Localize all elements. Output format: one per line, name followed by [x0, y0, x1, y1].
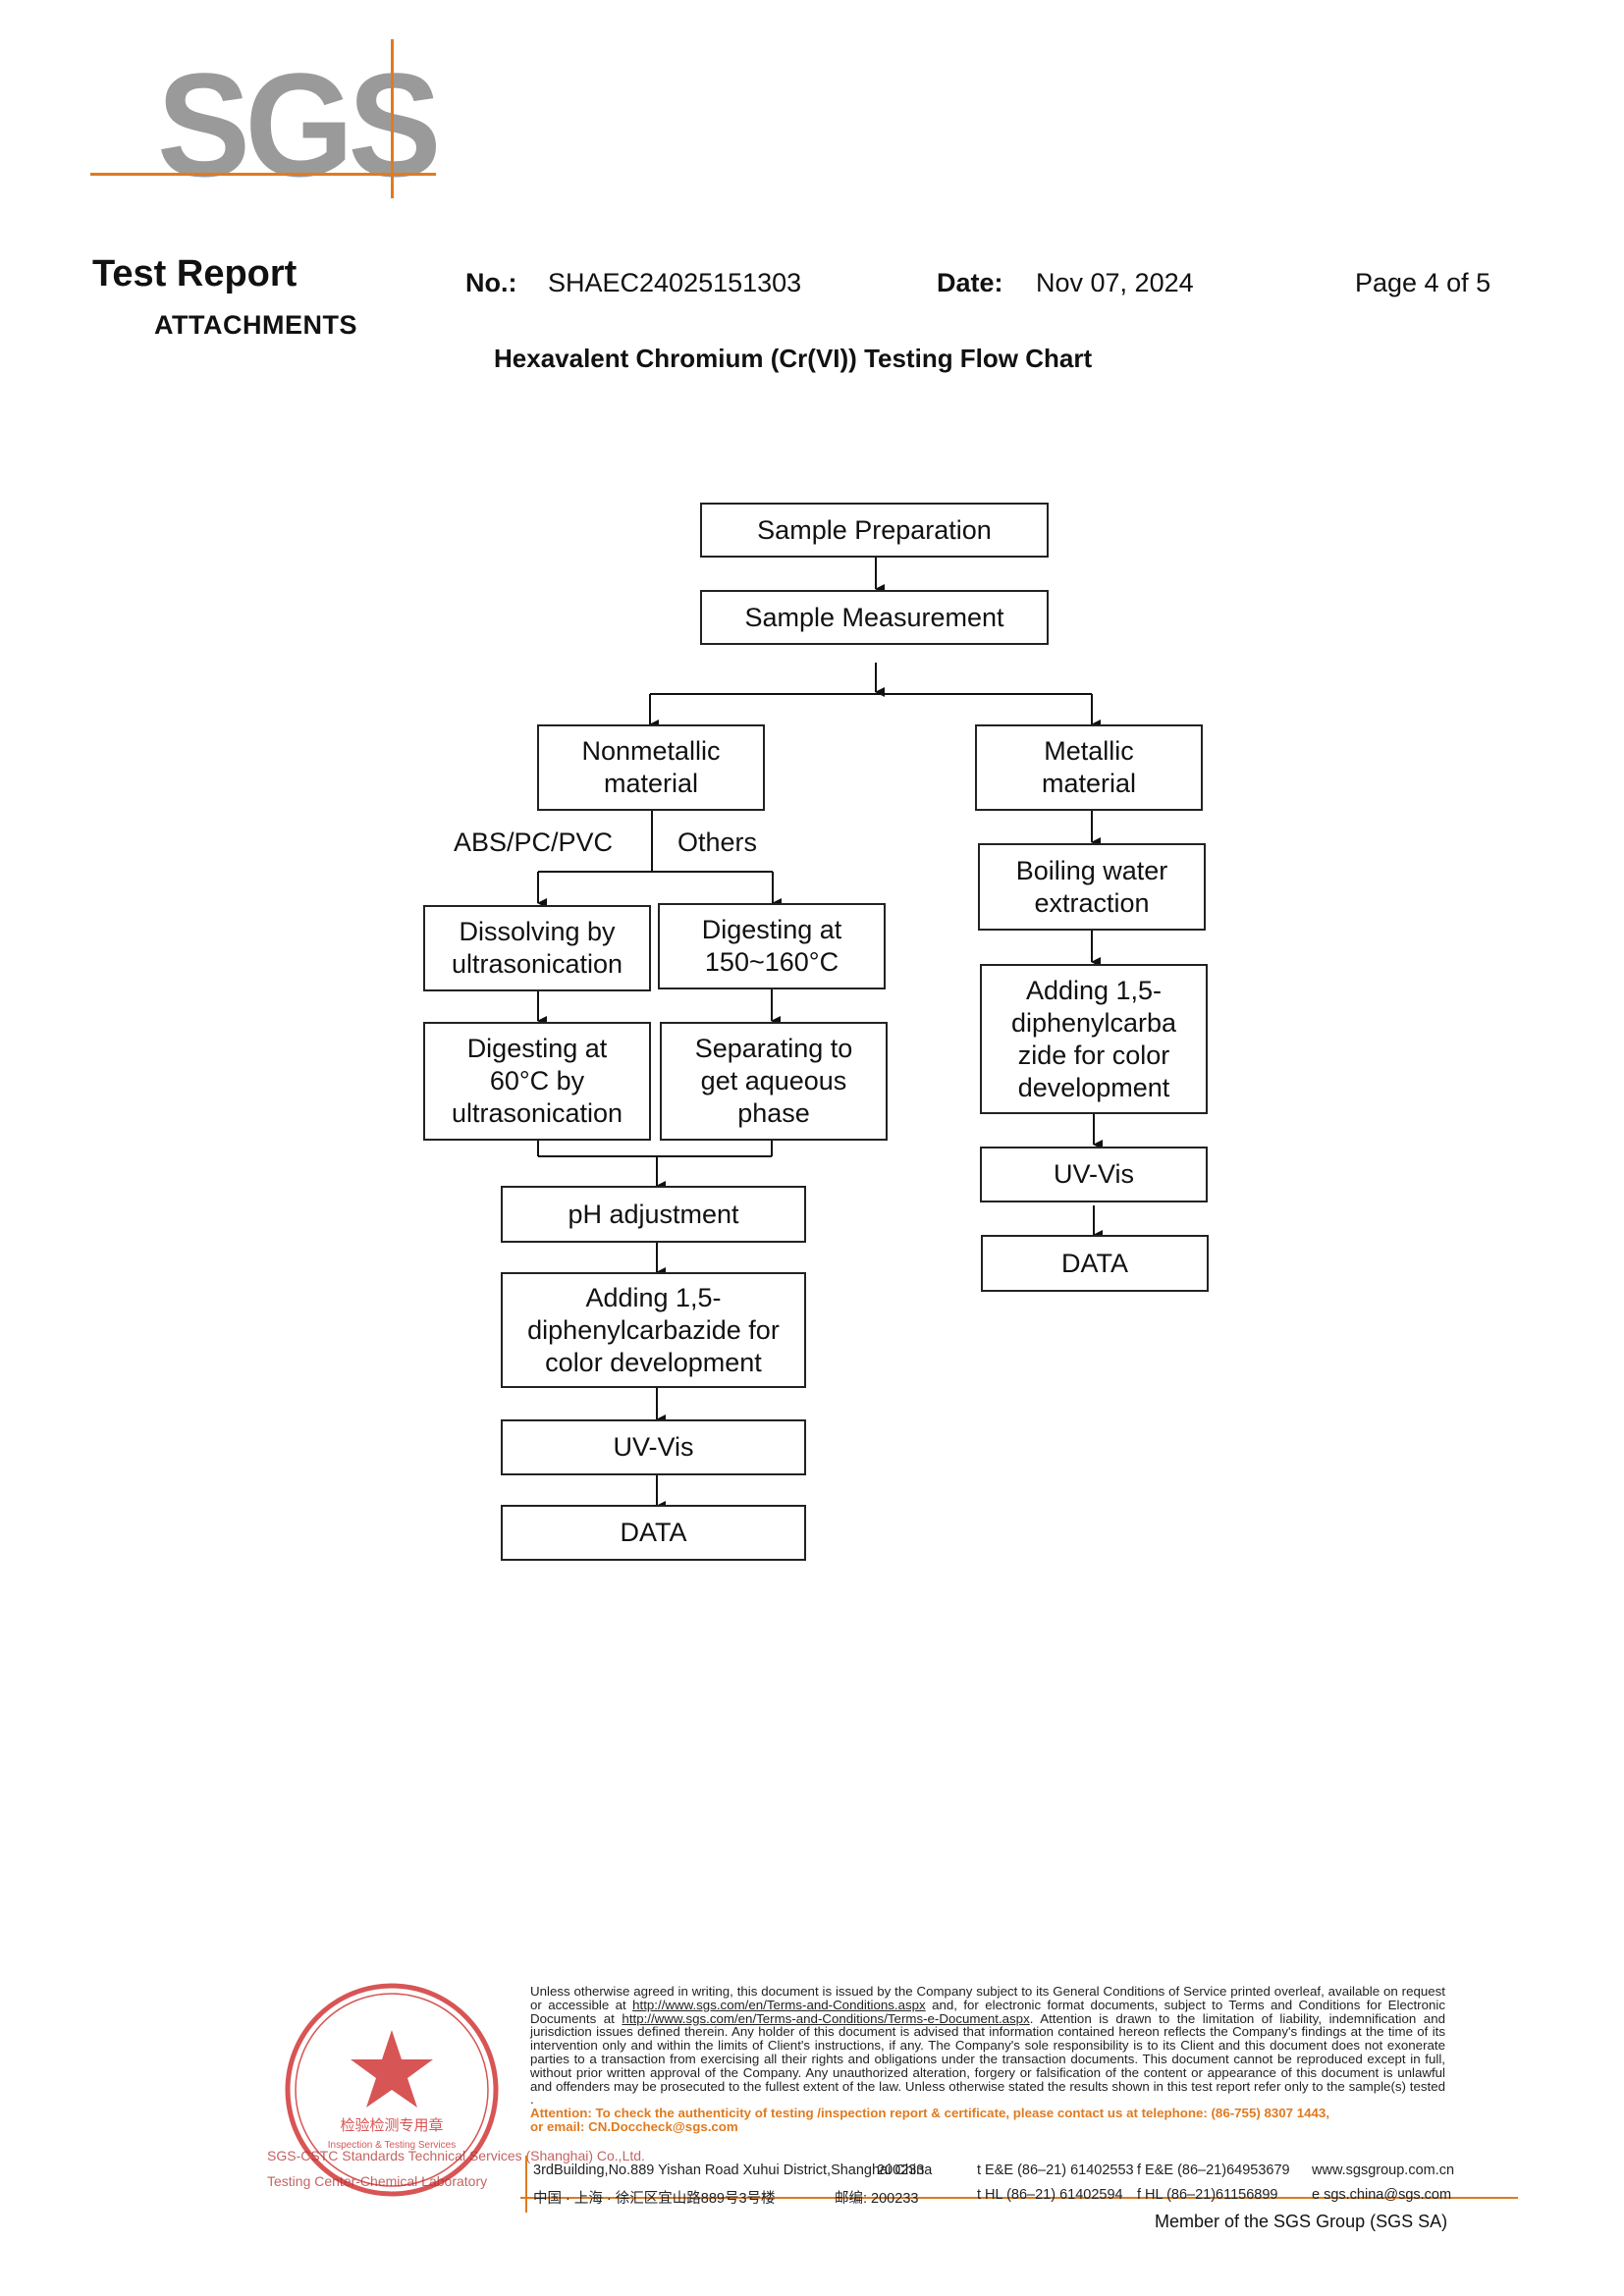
- sample-preparation-text: Sample Preparation: [757, 514, 992, 545]
- separating-aqueous-phase-text: Separating to get aqueous phase: [694, 1034, 853, 1128]
- branch-label-abs-pc-pvc: ABS/PC/PVC: [454, 828, 614, 857]
- data-left-text: DATA: [620, 1518, 687, 1547]
- section-heading: ATTACHMENTS: [154, 310, 357, 340]
- e-document-terms-link[interactable]: http://www.sgs.com/en/Terms-and-Conditio…: [622, 2010, 1030, 2026]
- address-chinese: 中国 · 上海 · 徐汇区宜山路889号3号楼: [533, 2191, 776, 2207]
- uv-vis-left-box: UV-Vis: [501, 1419, 806, 1475]
- digesting-150-160-box: Digesting at 150~160°C: [658, 903, 886, 989]
- logo-horizontal-rule: [90, 173, 436, 176]
- report-number-label: No.:: [465, 268, 517, 297]
- uv-vis-right-text: UV-Vis: [1053, 1159, 1135, 1189]
- page-number: Page 4 of 5: [1355, 268, 1491, 297]
- data-right-text: DATA: [1060, 1248, 1128, 1278]
- phone-hl: t HL (86–21) 61402594: [977, 2187, 1123, 2203]
- seal-inner-english: Inspection & Testing Services: [328, 2140, 456, 2151]
- legal-disclaimer: Unless otherwise agreed in writing, this…: [530, 1985, 1445, 2134]
- fax-ee: f E&E (86–21)64953679: [1137, 2163, 1290, 2178]
- sample-measurement-text: Sample Measurement: [744, 602, 1004, 632]
- stamp-organization-line-2: Testing Center-Chemical Laboratory: [267, 2173, 488, 2189]
- digesting-150-160-text: Digesting at 150~160°C: [701, 915, 842, 977]
- disclaimer-text-2: and, for electronic format documents, su…: [530, 1997, 1445, 2026]
- report-title: Test Report: [92, 253, 298, 294]
- metallic-material-text: Metallic material: [1041, 736, 1137, 798]
- boiling-water-extraction-box: Boiling water extraction: [978, 843, 1206, 931]
- website-link[interactable]: www.sgsgroup.com.cn: [1312, 2163, 1455, 2178]
- ph-adjustment-text: pH adjustment: [568, 1199, 739, 1229]
- adding-diphenylcarbazide-left-text: Adding 1,5- diphenylcarbazide for color …: [527, 1282, 780, 1377]
- authenticity-notice: Attention: To check the authenticity of …: [530, 2106, 1330, 2121]
- sample-measurement-box: Sample Measurement: [700, 590, 1049, 645]
- terms-link[interactable]: http://www.sgs.com/en/Terms-and-Conditio…: [632, 1997, 926, 2012]
- sample-preparation-box: Sample Preparation: [700, 503, 1049, 558]
- footer-horizontal-rule: [520, 2197, 1518, 2199]
- phone-ee: t E&E (86–21) 61402553: [977, 2163, 1134, 2178]
- separating-aqueous-phase-box: Separating to get aqueous phase: [660, 1022, 888, 1141]
- uv-vis-left-text: UV-Vis: [613, 1432, 694, 1462]
- postcode-chinese: 邮编: 200233: [835, 2191, 919, 2207]
- flow-connectors: [537, 557, 1103, 1511]
- branch-label-others: Others: [677, 828, 758, 857]
- digesting-60-ultrasonication-box: Digesting at 60°C by ultrasonication: [423, 1022, 651, 1141]
- logo-vertical-rule: [391, 39, 394, 198]
- date-label: Date:: [937, 268, 1003, 297]
- dissolving-ultrasonication-text: Dissolving by ultrasonication: [451, 917, 623, 979]
- digesting-60-ultrasonication-text: Digesting at 60°C by ultrasonication: [451, 1034, 623, 1128]
- uv-vis-right-box: UV-Vis: [980, 1147, 1208, 1202]
- report-number: SHAEC24025151303: [548, 268, 802, 297]
- adding-diphenylcarbazide-left-box: Adding 1,5- diphenylcarbazide for color …: [501, 1272, 806, 1388]
- disclaimer-text-1: Unless otherwise agreed in writing, this…: [530, 1984, 1445, 2012]
- boiling-water-extraction-text: Boiling water extraction: [1015, 855, 1168, 918]
- stamp-organization-line-1: SGS-CSTC Standards Technical Services (S…: [267, 2148, 645, 2163]
- footer-vertical-rule: [525, 2156, 527, 2213]
- adding-diphenylcarbazide-right-text: Adding 1,5- diphenylcarba zide for color…: [1010, 975, 1177, 1102]
- metallic-material-box: Metallic material: [975, 724, 1203, 811]
- postcode-english: 200233: [877, 2163, 925, 2178]
- disclaimer-text-3: . Attention is drawn to the limitation o…: [530, 2010, 1445, 2108]
- doccheck-email[interactable]: or email: CN.Doccheck@sgs.com: [530, 2118, 738, 2134]
- dissolving-ultrasonication-box: Dissolving by ultrasonication: [423, 905, 651, 991]
- address-english: 3rdBuilding,No.889 Yishan Road Xuhui Dis…: [533, 2163, 933, 2178]
- nonmetallic-material-box: Nonmetallic material: [537, 724, 765, 811]
- ph-adjustment-box: pH adjustment: [501, 1186, 806, 1243]
- data-right-box: DATA: [981, 1235, 1209, 1292]
- chart-title: Hexavalent Chromium (Cr(VI)) Testing Flo…: [494, 344, 1093, 373]
- seal-star-icon: [351, 2030, 433, 2108]
- company-seal: 检验检测专用章 Inspection & Testing Services: [285, 1983, 499, 2197]
- member-of-sgs-group: Member of the SGS Group (SGS SA): [1155, 2212, 1448, 2231]
- contact-email[interactable]: e sgs.china@sgs.com: [1312, 2187, 1452, 2203]
- fax-hl: f HL (86–21)61156899: [1137, 2187, 1278, 2203]
- data-left-box: DATA: [501, 1505, 806, 1561]
- report-date: Nov 07, 2024: [1036, 268, 1194, 297]
- seal-inner-text: 检验检测专用章: [340, 2116, 443, 2134]
- nonmetallic-material-text: Nonmetallic material: [581, 736, 721, 798]
- adding-diphenylcarbazide-right-box: Adding 1,5- diphenylcarba zide for color…: [980, 964, 1208, 1114]
